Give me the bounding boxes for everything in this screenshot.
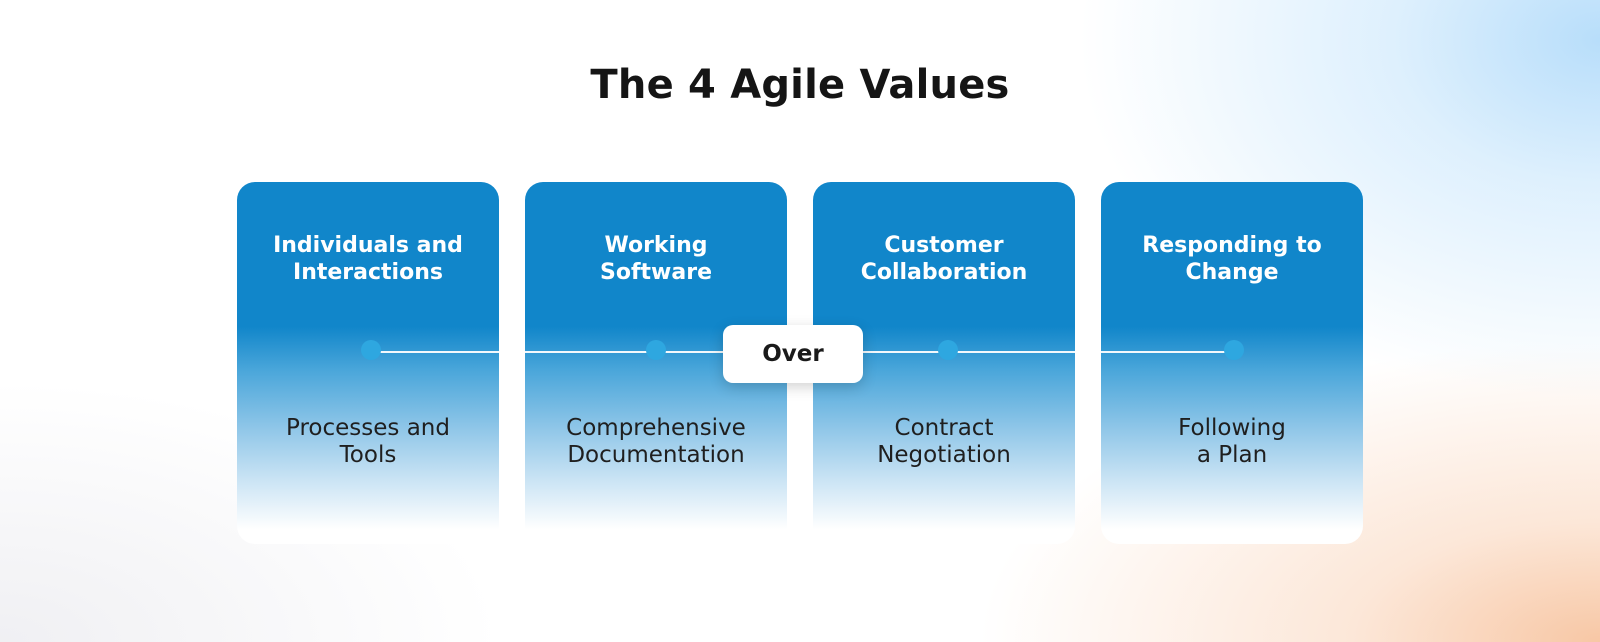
preferred-value-label: Working Software — [600, 233, 712, 285]
over-value-label: Processes and Tools — [286, 415, 450, 468]
preferred-value-label: Responding to Change — [1142, 233, 1322, 285]
connector-node-1 — [361, 340, 381, 360]
connector-line-card-3 — [861, 351, 1075, 353]
over-value-label: Following a Plan — [1178, 415, 1286, 468]
connector-node-4 — [1224, 340, 1244, 360]
page-title: The 4 Agile Values — [590, 62, 1010, 108]
value-card-1: Individuals and Interactions Processes a… — [237, 182, 499, 544]
connector-line-card-1 — [371, 351, 499, 353]
over-value-label: Contract Negotiation — [877, 415, 1011, 468]
over-badge: Over — [723, 325, 863, 383]
value-card-4: Responding to Change Following a Plan — [1101, 182, 1363, 544]
connector-node-3 — [938, 340, 958, 360]
connector-line-card-4 — [1101, 351, 1235, 353]
connector-node-2 — [646, 340, 666, 360]
over-value-label: Comprehensive Documentation — [566, 415, 746, 468]
preferred-value-label: Customer Collaboration — [860, 233, 1028, 285]
connector-line-card-2 — [525, 351, 725, 353]
preferred-value-label: Individuals and Interactions — [273, 233, 463, 285]
